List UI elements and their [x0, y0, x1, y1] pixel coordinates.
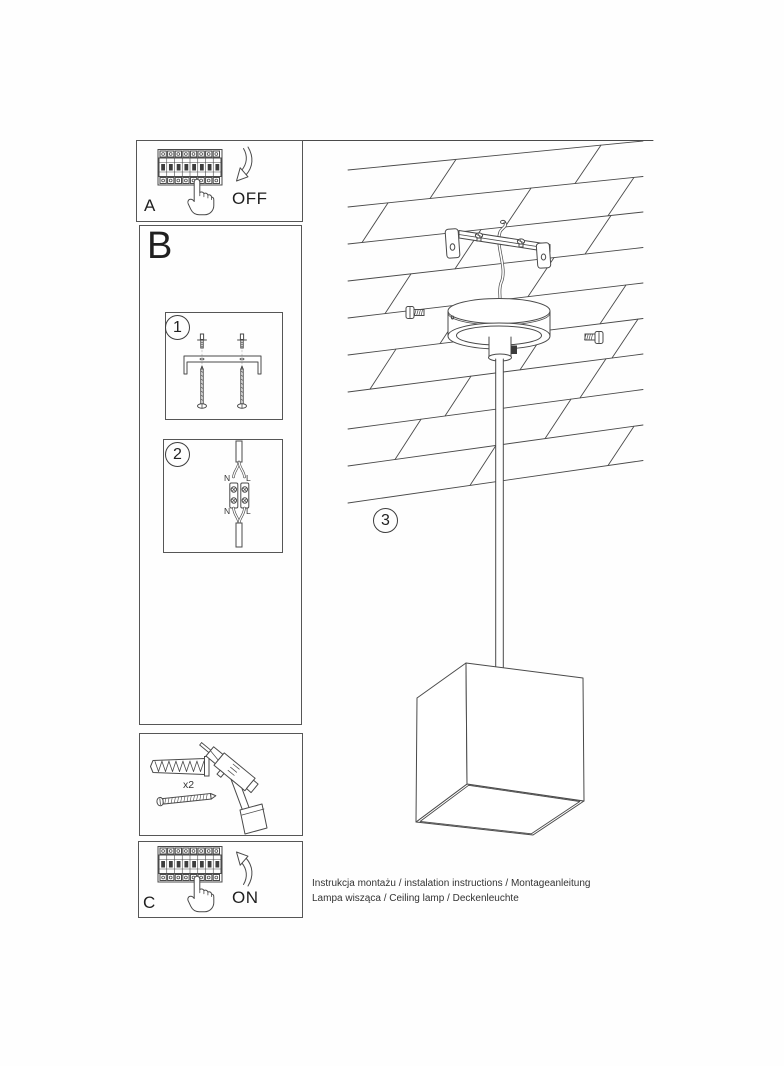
bracket-parts-diagram [183, 333, 262, 409]
suspension-rod [495, 358, 504, 669]
footer-text: Instrukcja montażu / instalation instruc… [312, 877, 591, 906]
mounting-screw-icon [156, 792, 217, 807]
cube-shade-icon [415, 662, 585, 836]
step-3-digit: 3 [381, 511, 390, 529]
step-c-box [138, 841, 303, 918]
terminal-block-wiring-diagram [229, 440, 250, 548]
step-2-box [163, 439, 283, 553]
footer-line-2: Lampa wisząca / Ceiling lamp / Deckenleu… [312, 892, 519, 904]
step-b-label: B [147, 225, 173, 267]
power-wire [497, 219, 507, 300]
step-c-label: C [143, 893, 156, 912]
off-label: OFF [232, 189, 268, 208]
step-1-number: 1 [165, 315, 190, 340]
wire-label-n-top: N [224, 473, 231, 483]
pointing-hand-icon-c [187, 875, 215, 913]
wire-label-n-bottom: N [224, 506, 231, 516]
curved-arrow-up-icon [236, 851, 253, 887]
step-a-label: A [144, 196, 156, 215]
step-b-box [139, 225, 302, 725]
step-1-digit: 1 [173, 318, 182, 336]
pointing-hand-icon-a [187, 178, 215, 216]
curved-arrow-down-icon [236, 146, 253, 182]
step-1-box [165, 312, 283, 420]
on-label: ON [232, 888, 259, 907]
step-a-box [136, 140, 303, 222]
wire-label-l-bottom: L [246, 506, 251, 516]
canopy-screws-icon [405, 306, 604, 344]
step-3-number: 3 [373, 508, 398, 533]
drill-icon [199, 742, 268, 835]
canopy-icon [447, 298, 551, 362]
tools-box [139, 733, 303, 836]
anchor-quantity-label: x2 [183, 779, 195, 791]
step-2-digit: 2 [173, 445, 182, 463]
footer-line-1: Instrukcja montażu / instalation instruc… [312, 878, 591, 889]
ceiling-bracket-icon [444, 228, 552, 269]
circuit-breaker-panel-icon-a [157, 149, 223, 186]
step-2-number: 2 [165, 442, 190, 467]
wire-label-l-top: L [246, 473, 251, 483]
